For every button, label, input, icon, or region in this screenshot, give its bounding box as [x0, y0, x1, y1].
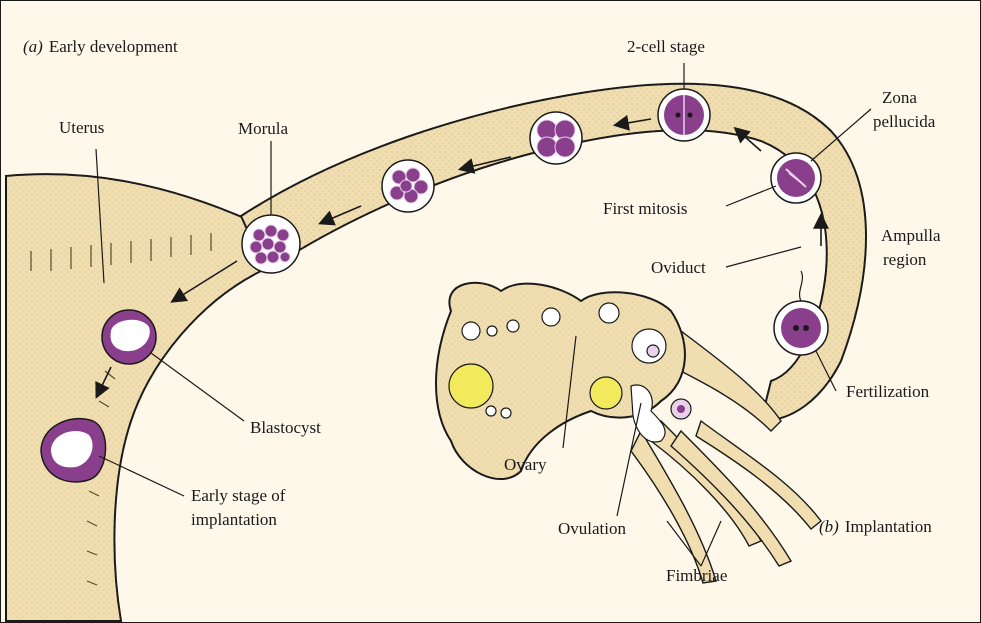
implanting-embryo: [41, 419, 106, 482]
panel-b-title: Implantation: [845, 517, 932, 536]
label-ampulla-line2: region: [883, 250, 927, 269]
label-early-stage-line1: Early stage of: [191, 486, 286, 505]
label-zona-line1: Zona: [882, 88, 917, 107]
blastocyst: [102, 310, 156, 364]
label-morula: Morula: [238, 119, 289, 138]
eight-cell-embryo: [382, 160, 434, 212]
four-cell-embryo: [530, 112, 582, 164]
label-2-cell-stage: 2-cell stage: [627, 37, 705, 56]
label-fimbriae: Fimbriae: [666, 566, 727, 585]
label-first-mitosis: First mitosis: [603, 199, 688, 218]
panel-a-caption: (a) Early development: [23, 37, 178, 56]
label-uterus: Uterus: [59, 118, 104, 137]
label-zona-line2: pellucida: [873, 112, 936, 131]
two-cell-embryo: [658, 89, 710, 141]
label-ampulla-line1: Ampulla: [881, 226, 941, 245]
label-ovary: Ovary: [504, 455, 547, 474]
uterus-body-stipple: [6, 174, 261, 621]
panel-b-letter: (b): [819, 517, 839, 536]
morula-embryo: [242, 215, 300, 273]
fertilized-egg: [774, 271, 828, 355]
panel-b-caption: (b) Implantation: [819, 517, 932, 536]
label-ovulation: Ovulation: [558, 519, 626, 538]
panel-a-letter: (a): [23, 37, 43, 56]
label-blastocyst: Blastocyst: [250, 418, 321, 437]
label-oviduct: Oviduct: [651, 258, 706, 277]
first-mitosis-cell: [771, 153, 821, 203]
label-early-stage-line2: implantation: [191, 510, 277, 529]
label-fertilization: Fertilization: [846, 382, 930, 401]
panel-a-title: Early development: [49, 37, 178, 56]
